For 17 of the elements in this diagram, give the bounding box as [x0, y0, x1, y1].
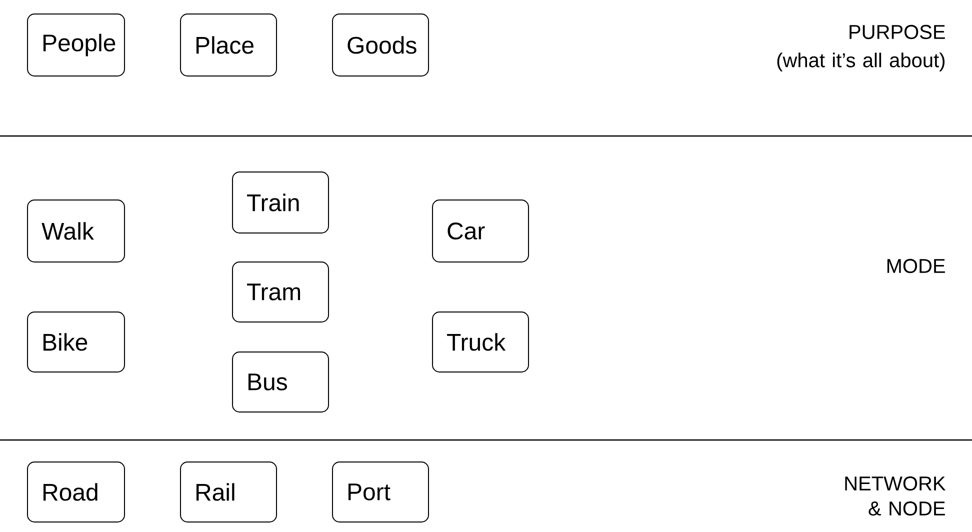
- label-box: Bike: [27, 312, 125, 372]
- level-label: MODE: [887, 258, 945, 274]
- label-box: Train: [232, 172, 329, 234]
- label-box: Port: [332, 462, 429, 522]
- label-box: Goods: [332, 14, 429, 76]
- label-box: People: [27, 14, 125, 76]
- label-box: Rail: [180, 462, 277, 522]
- level-label: PURPOSE: [850, 24, 945, 40]
- label-box: Tram: [232, 262, 329, 322]
- level-label: (what it’s all about): [777, 52, 945, 72]
- label-box: Truck: [432, 312, 529, 372]
- label-box: Road: [27, 462, 125, 522]
- label-box: Bus: [232, 352, 329, 412]
- label-box: Walk: [27, 200, 125, 262]
- label-box: Car: [432, 200, 529, 262]
- level-label: NETWORK & NODE: [845, 476, 946, 516]
- label-box: Place: [180, 14, 277, 76]
